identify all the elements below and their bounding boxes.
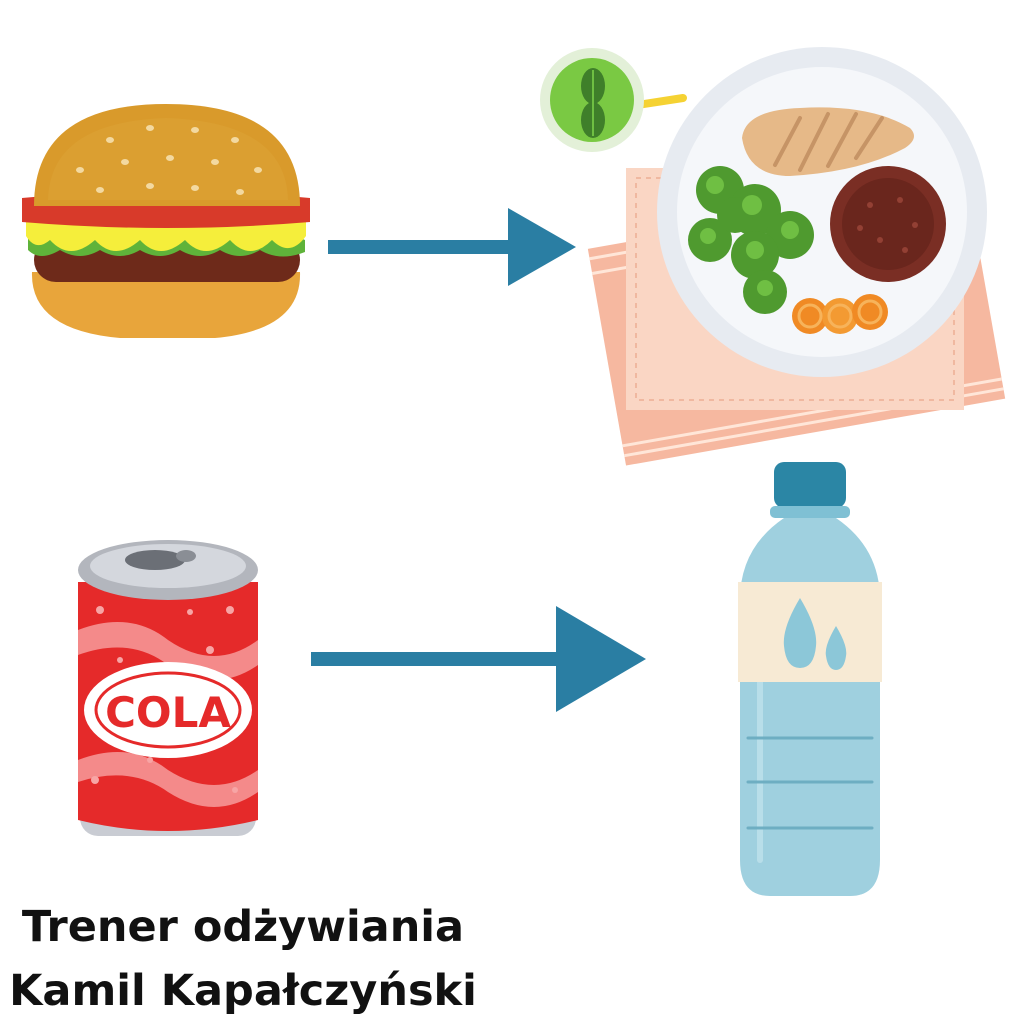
water-bottle-icon [738, 462, 882, 896]
author-caption: Trener odżywiania Kamil Kapałczyński [8, 895, 478, 1023]
healthy-meal-icon [540, 47, 1006, 466]
arrow-right-icon [328, 208, 576, 286]
caption-line-name: Kamil Kapałczyński [9, 966, 477, 1016]
burger-icon [22, 104, 310, 338]
cola-label: COLA [105, 688, 231, 737]
cola-can-icon: COLA [78, 540, 258, 836]
caption-line-title: Trener odżywiania [21, 902, 465, 952]
arrow-right-icon [311, 606, 646, 712]
